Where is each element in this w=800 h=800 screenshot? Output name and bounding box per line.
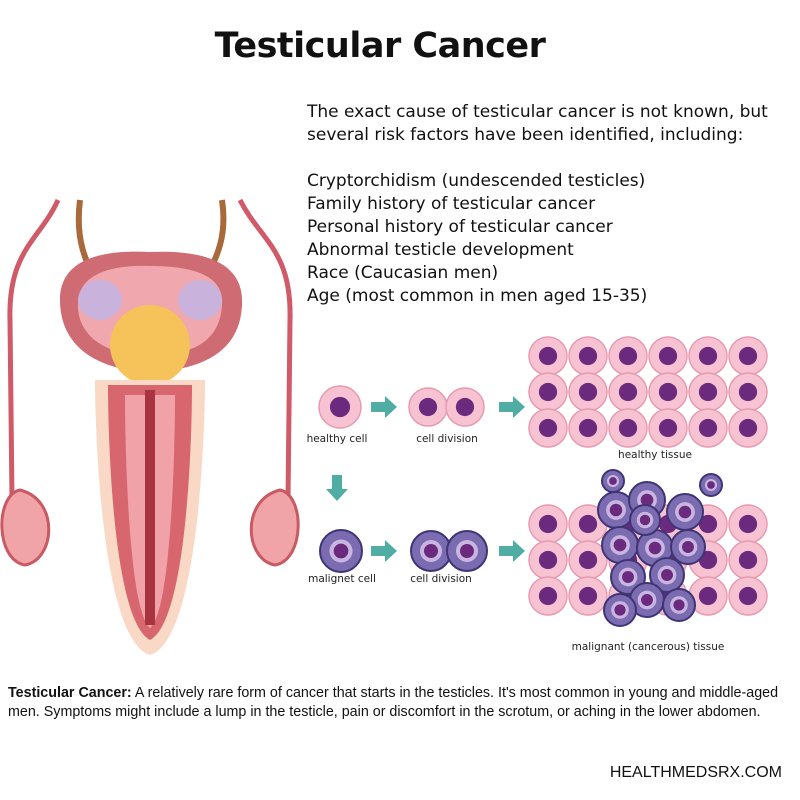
nucleus	[698, 418, 718, 438]
label-healthy-tissue: healthy tissue	[618, 449, 692, 461]
nucleus	[648, 541, 662, 555]
nucleus	[707, 481, 715, 489]
nucleus	[538, 550, 558, 570]
nucleus	[738, 586, 758, 606]
nucleus	[658, 418, 678, 438]
nucleus	[738, 382, 758, 402]
nucleus	[460, 544, 474, 558]
nucleus	[538, 382, 558, 402]
nucleus	[640, 493, 654, 507]
risk-factor: Family history of testicular cancer	[307, 194, 596, 214]
nucleus	[641, 594, 653, 606]
nucleus	[609, 503, 623, 517]
caption-text: A relatively rare form of cancer that st…	[8, 685, 779, 720]
illustration	[0, 198, 768, 655]
nucleus	[424, 544, 438, 558]
nucleus	[618, 346, 638, 366]
nucleus	[682, 541, 694, 553]
nucleus	[609, 477, 617, 485]
nucleus	[329, 396, 351, 418]
male-reproductive-anatomy	[0, 198, 300, 655]
arrow-icon	[326, 475, 348, 501]
label-malignant-tissue: malignant (cancerous) tissue	[571, 641, 725, 653]
label-healthy-cell: healthy cell	[306, 433, 368, 445]
nucleus	[538, 346, 558, 366]
nucleus	[538, 514, 558, 534]
page-title: Testicular Cancer	[214, 26, 546, 66]
nucleus	[538, 586, 558, 606]
nucleus	[578, 550, 598, 570]
nucleus	[538, 418, 558, 438]
arrow-icon	[371, 540, 397, 562]
nucleus	[613, 538, 627, 552]
intro-line: The exact cause of testicular cancer is …	[307, 102, 768, 122]
nucleus	[738, 418, 758, 438]
arrow-icon	[499, 396, 525, 418]
nucleus	[622, 571, 634, 583]
nucleus	[698, 346, 718, 366]
nucleus	[614, 604, 626, 616]
label-malignant-cell: malignet cell	[308, 573, 376, 585]
nucleus	[658, 346, 678, 366]
nucleus	[738, 346, 758, 366]
nucleus	[698, 382, 718, 402]
cell-diagram	[318, 336, 768, 627]
label-cell-division: cell division	[416, 433, 478, 445]
nucleus	[661, 569, 673, 581]
nucleus	[678, 505, 692, 519]
nucleus	[673, 599, 685, 611]
nucleus	[333, 543, 349, 559]
nucleus	[455, 397, 475, 417]
intro-line: several risk factors have been identifie…	[307, 125, 744, 145]
nucleus	[639, 514, 651, 526]
arrow-icon	[499, 540, 525, 562]
nucleus	[418, 397, 438, 417]
caption: Testicular Cancer: A relatively rare for…	[8, 684, 793, 722]
risk-factor: Race (Caucasian men)	[307, 263, 499, 283]
risk-factor: Age (most common in men aged 15-35)	[307, 286, 648, 306]
risk-factor: Cryptorchidism (undescended testicles)	[307, 171, 646, 191]
risk-factor-list: Cryptorchidism (undescended testicles) F…	[307, 170, 647, 308]
nucleus	[578, 382, 598, 402]
intro-text: The exact cause of testicular cancer is …	[307, 101, 768, 147]
nucleus	[578, 418, 598, 438]
nucleus	[698, 514, 718, 534]
nucleus	[578, 514, 598, 534]
caption-term: Testicular Cancer:	[8, 685, 132, 701]
nucleus	[738, 550, 758, 570]
nucleus	[578, 586, 598, 606]
nucleus	[698, 586, 718, 606]
nucleus	[618, 382, 638, 402]
arrow-icon	[371, 396, 397, 418]
nucleus	[578, 346, 598, 366]
site-url: HEALTHMEDSRX.COM	[609, 764, 782, 781]
risk-factor: Abnormal testicle development	[307, 240, 574, 260]
nucleus	[658, 382, 678, 402]
nucleus	[618, 418, 638, 438]
risk-factor: Personal history of testicular cancer	[307, 217, 613, 237]
label-cell-division-malignant: cell division	[410, 573, 472, 585]
nucleus	[738, 514, 758, 534]
